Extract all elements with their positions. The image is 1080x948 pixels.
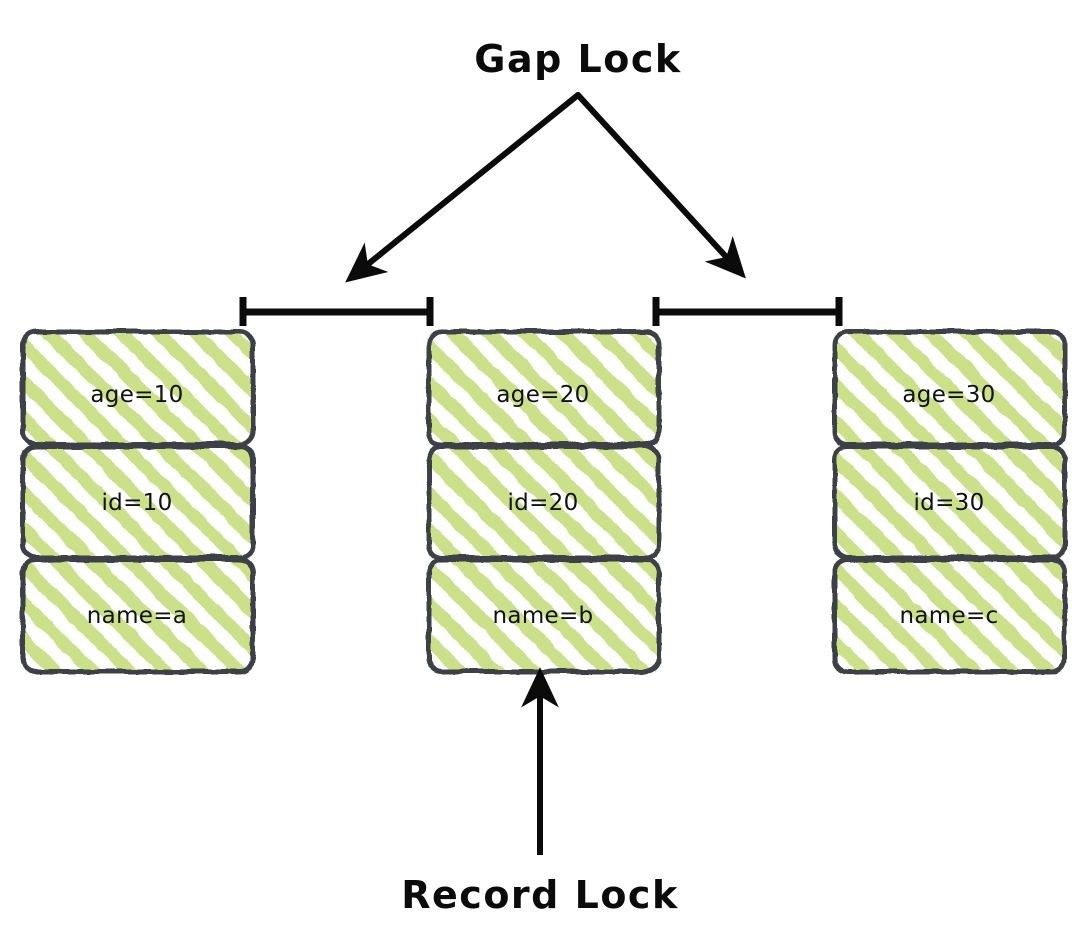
- record-cell-2-2-fill: [428, 446, 658, 557]
- record-cell-1-3-fill: [22, 559, 252, 671]
- record-cell-3-1-fill: [834, 331, 1064, 444]
- record-column-1: age=10 id=10 name=a: [19, 328, 255, 674]
- record-cell-1-2-fill: [22, 446, 252, 557]
- record-cell-3-2-fill: [834, 446, 1064, 557]
- record-cell-1-1-fill: [22, 331, 252, 444]
- record-column-2: age=20 id=20 name=b: [425, 328, 661, 674]
- gap-lock-arrow-right: [575, 92, 746, 279]
- gap-lock-title: Gap Lock: [474, 37, 681, 81]
- record-cell-3-1: age=30: [831, 328, 1067, 447]
- gap-lock-arrow-left: [345, 92, 581, 283]
- record-column-3: age=30 id=30 name=c: [831, 328, 1067, 674]
- gap-bracket-right: [652, 297, 843, 326]
- record-cell-1-1: age=10: [19, 328, 255, 447]
- record-cell-2-2-label: id=20: [507, 490, 578, 516]
- record-cell-3-3-label: name=c: [900, 603, 999, 629]
- record-cell-3-3-fill: [834, 559, 1064, 671]
- record-cell-1-3-border: [19, 556, 255, 674]
- record-cell-2-1-fill: [428, 331, 658, 444]
- record-cell-2-1: age=20: [425, 328, 661, 447]
- record-cell-3-2-label: id=30: [913, 490, 984, 516]
- record-cell-1-1-label: age=10: [90, 382, 183, 408]
- record-cell-2-3: name=b: [425, 556, 661, 674]
- record-cell-2-3-label: name=b: [493, 603, 594, 629]
- gap-bracket-left: [239, 297, 434, 326]
- record-cell-3-2: id=30: [831, 443, 1067, 560]
- record-cell-1-2-label: id=10: [101, 490, 172, 516]
- record-cell-1-2: id=10: [19, 443, 255, 560]
- gap-lock-arrow-right-line: [575, 92, 746, 279]
- record-cell-1-3: name=a: [19, 556, 255, 674]
- record-cell-2-2: id=20: [425, 443, 661, 560]
- record-cell-3-3: name=c: [831, 556, 1067, 674]
- record-lock-title: Record Lock: [401, 873, 678, 917]
- record-cell-2-1-label: age=20: [496, 382, 589, 408]
- record-cell-3-3-border: [831, 556, 1067, 674]
- record-cell-3-1-label: age=30: [902, 382, 995, 408]
- gap-lock-arrow-left-line: [345, 92, 581, 283]
- record-cell-2-3-fill: [428, 559, 658, 671]
- record-cell-1-3-label: name=a: [87, 603, 187, 629]
